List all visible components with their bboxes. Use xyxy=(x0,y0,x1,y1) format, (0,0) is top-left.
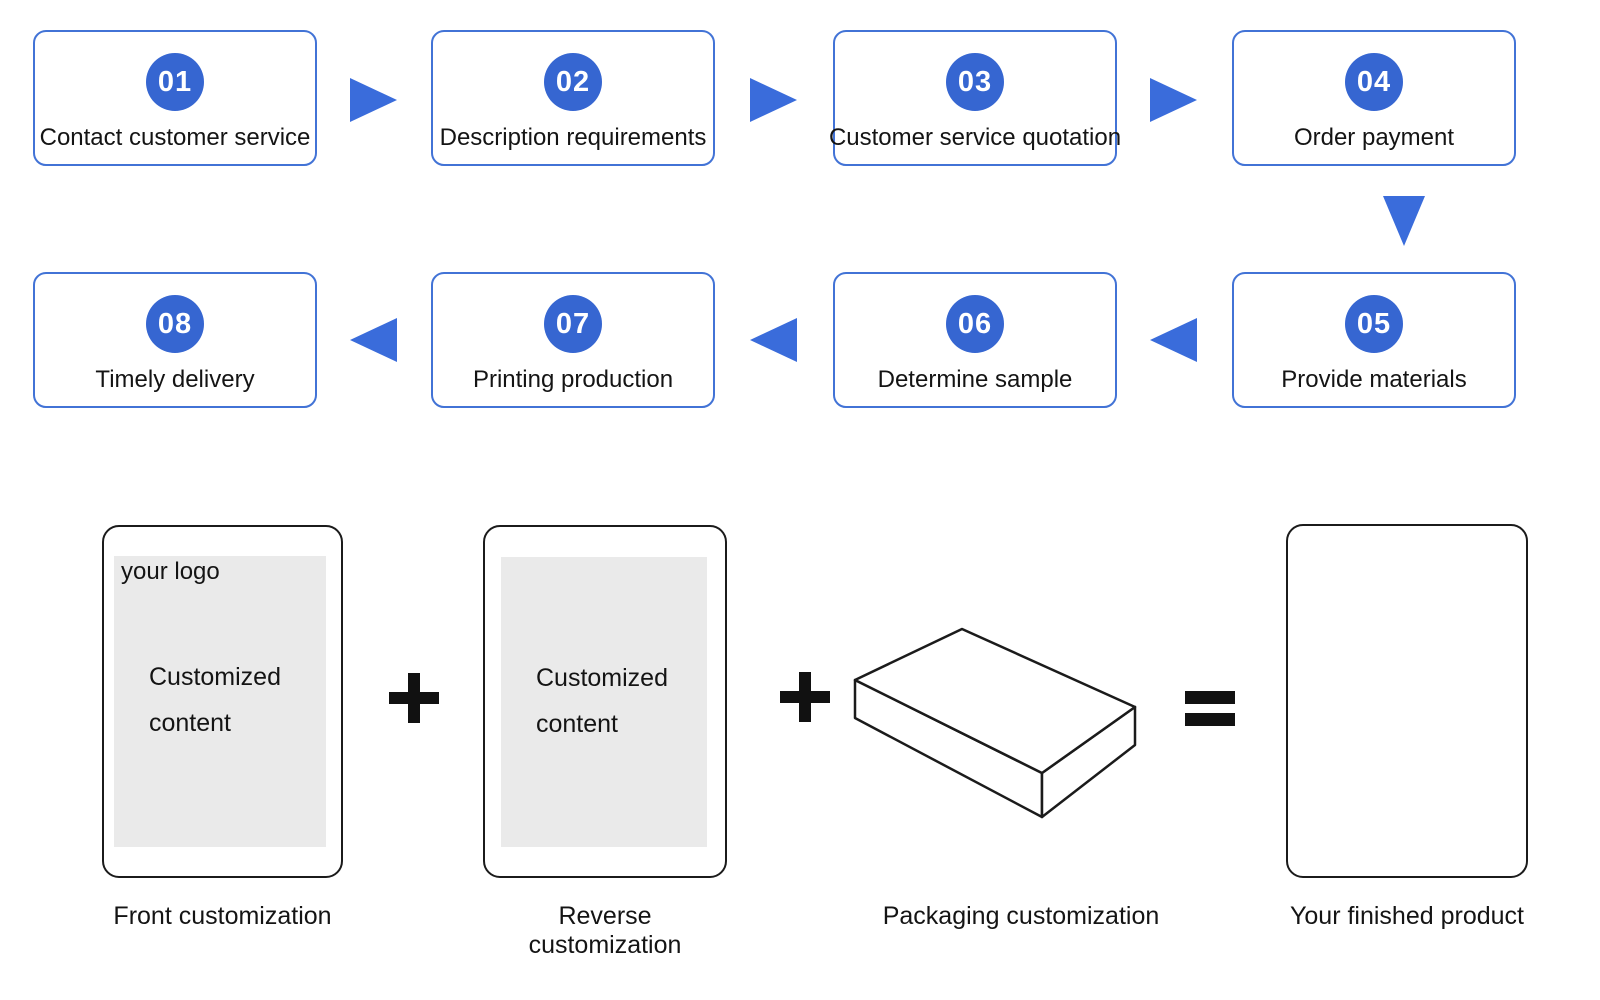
reverse-print-area: Customized content xyxy=(501,557,707,847)
arrow-left-icon xyxy=(350,318,397,362)
step-box-04: 04 Order payment xyxy=(1232,30,1516,166)
plus-icon xyxy=(389,673,439,723)
step-label: Printing production xyxy=(472,366,674,393)
step-box-01: 01 Contact customer service xyxy=(33,30,317,166)
arrow-left-icon xyxy=(750,318,797,362)
step-label: Determine sample xyxy=(877,366,1073,393)
finished-product-caption: Your finished product xyxy=(1290,902,1524,930)
reverse-customization-caption: Reverse customization xyxy=(528,902,682,959)
your-logo-text: your logo xyxy=(121,558,220,585)
customized-content-text: Customized content xyxy=(536,664,668,738)
step-label: Contact customer service xyxy=(39,124,311,151)
step-box-06: 06 Determine sample xyxy=(833,272,1117,408)
step-number-badge: 01 xyxy=(146,53,204,111)
packaging-customization-caption: Packaging customization xyxy=(882,902,1160,930)
step-box-05: 05 Provide materials xyxy=(1232,272,1516,408)
step-label: Description requirements xyxy=(439,124,707,151)
step-number-badge: 05 xyxy=(1345,295,1403,353)
front-customization-card: your logo Customized content xyxy=(102,525,343,878)
packaging-box-icon xyxy=(853,627,1137,819)
plus-icon xyxy=(780,672,830,722)
arrow-right-icon xyxy=(1150,78,1197,122)
step-box-03: 03 Customer service quotation xyxy=(829,30,1121,166)
step-box-08: 08 Timely delivery xyxy=(33,272,317,408)
arrow-right-icon xyxy=(350,78,397,122)
step-number-badge: 04 xyxy=(1345,53,1403,111)
arrow-left-icon xyxy=(1150,318,1197,362)
arrow-right-icon xyxy=(750,78,797,122)
step-label: Timely delivery xyxy=(95,366,255,393)
step-number-badge: 08 xyxy=(146,295,204,353)
finished-product-card xyxy=(1286,524,1528,878)
step-number-badge: 02 xyxy=(544,53,602,111)
front-print-area: your logo Customized content xyxy=(114,556,326,847)
arrow-down-icon xyxy=(1383,196,1425,246)
customized-content-text: Customized content xyxy=(149,663,281,737)
step-label: Provide materials xyxy=(1281,366,1467,393)
step-box-02: 02 Description requirements xyxy=(431,30,715,166)
step-label: Customer service quotation xyxy=(828,124,1122,151)
reverse-customization-card: Customized content xyxy=(483,525,727,878)
step-number-badge: 07 xyxy=(544,295,602,353)
front-customization-caption: Front customization xyxy=(113,902,332,930)
step-box-07: 07 Printing production xyxy=(431,272,715,408)
step-number-badge: 06 xyxy=(946,295,1004,353)
step-label: Order payment xyxy=(1293,124,1455,151)
equals-icon xyxy=(1185,691,1235,726)
step-number-badge: 03 xyxy=(946,53,1004,111)
